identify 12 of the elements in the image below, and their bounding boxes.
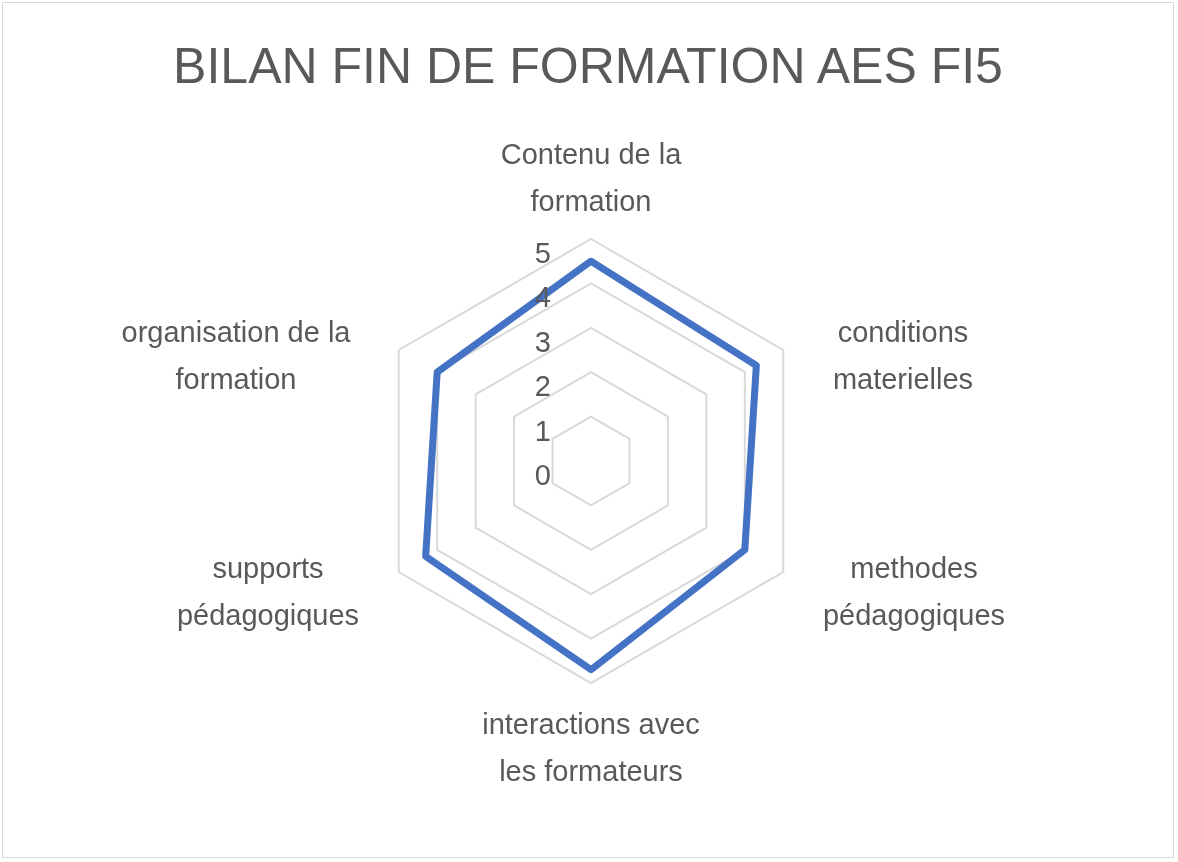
tick-label: 3: [533, 325, 551, 358]
tick-label: 2: [533, 370, 551, 403]
tick-label: 1: [533, 414, 551, 447]
chart-title: BILAN FIN DE FORMATION AES FI5: [172, 37, 1004, 95]
tick-label: 5: [533, 237, 551, 269]
tick-label: 0: [533, 459, 551, 491]
category-label: organisation de la formation: [121, 315, 351, 397]
category-label: interactions avec les formateurs: [481, 707, 701, 789]
category-label: Contenu de la formation: [499, 137, 683, 219]
category-label: conditions materielles: [831, 315, 975, 397]
category-label: methodes pédagogiques: [821, 551, 1007, 633]
category-label: supports pédagogiques: [175, 551, 361, 633]
